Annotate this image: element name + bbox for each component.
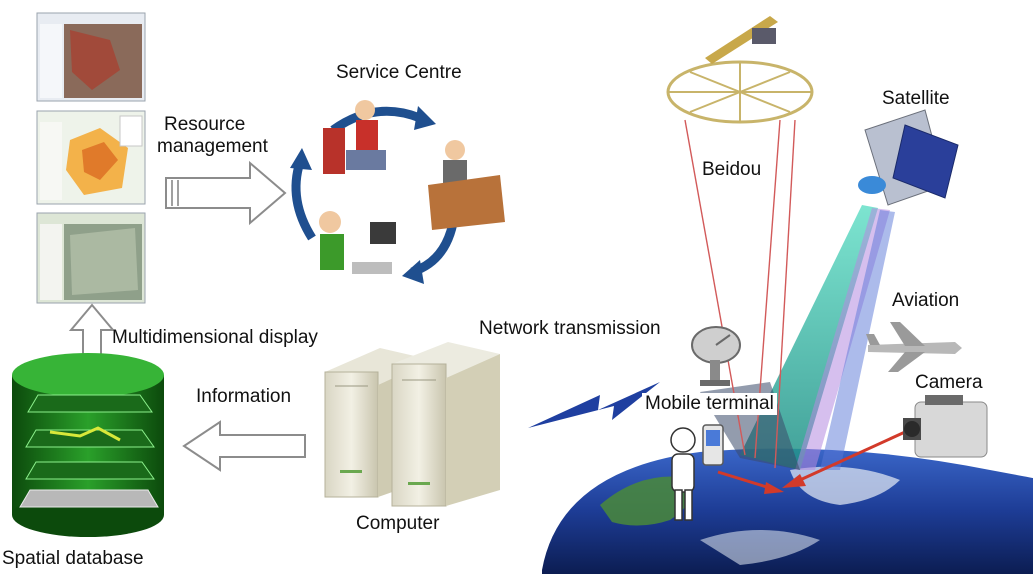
server-computer-icon	[324, 342, 500, 507]
beidou-satellite-icon	[666, 16, 814, 124]
spatial-database-icon	[12, 353, 164, 537]
label-multidimensional-display: Multidimensional display	[112, 327, 318, 348]
label-resource-management-line2: management	[157, 136, 268, 157]
person-icon	[670, 427, 696, 521]
label-computer: Computer	[356, 513, 440, 534]
label-beidou: Beidou	[699, 159, 765, 181]
label-spatial-database: Spatial database	[2, 548, 144, 569]
satellite-dish-icon	[691, 326, 741, 386]
label-aviation: Aviation	[892, 290, 960, 311]
mobile-phone-icon	[702, 424, 724, 466]
video-camera-icon	[903, 395, 988, 458]
network-lightning-icon	[528, 382, 660, 428]
label-service-centre: Service Centre	[336, 62, 462, 83]
label-resource-management-line1: Resource	[164, 114, 246, 135]
information-arrow	[182, 420, 306, 472]
label-mobile-terminal: Mobile terminal	[642, 393, 777, 415]
label-camera: Camera	[915, 372, 983, 393]
earth-globe-icon	[542, 448, 1033, 574]
map-screenshots-icon	[36, 12, 146, 304]
resource-management-arrow	[165, 160, 287, 226]
label-information: Information	[196, 386, 292, 407]
label-satellite: Satellite	[882, 88, 950, 109]
satellite-icon	[858, 109, 959, 206]
service-people-icon	[290, 100, 505, 284]
airplane-icon	[866, 322, 962, 372]
label-network-transmission: Network transmission	[479, 318, 661, 339]
signal-arrows	[717, 430, 906, 494]
